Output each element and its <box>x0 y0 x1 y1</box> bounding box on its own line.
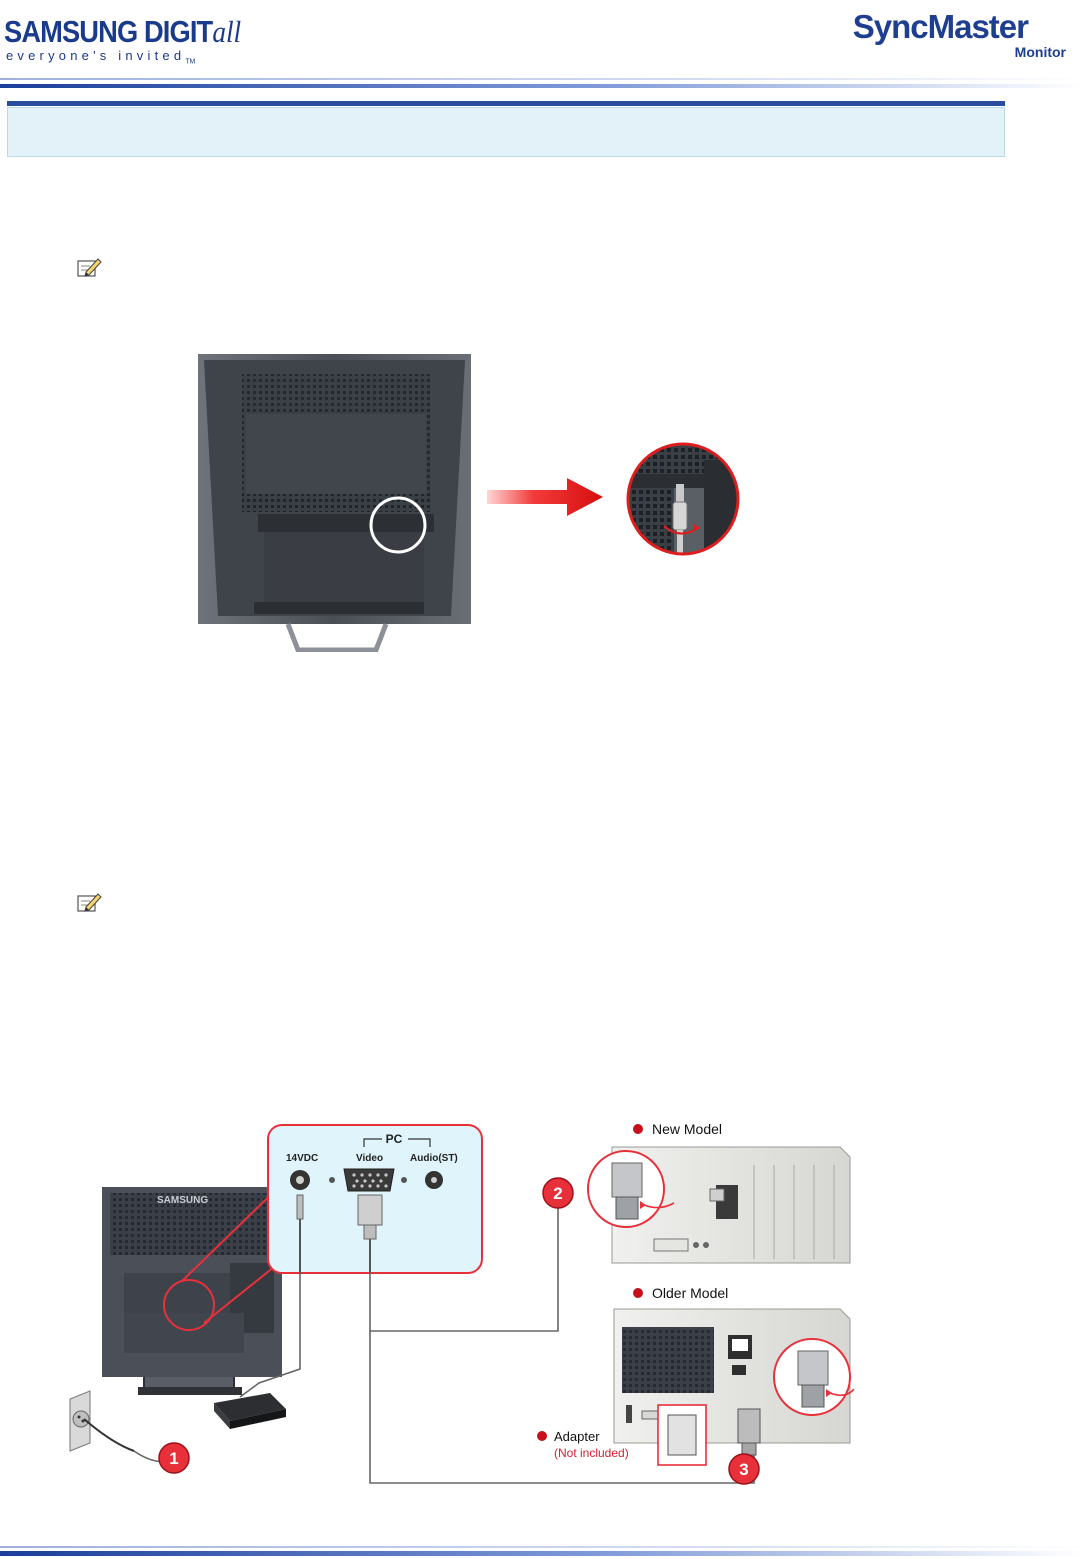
power-adapter-illustration <box>133 1393 286 1463</box>
samsung-logo: SAMSUNG DIGITall everyone's invitedTM <box>4 14 241 69</box>
rear-panel-callout: PC 14VDC Video Audio(ST) <box>267 1124 483 1274</box>
footer-divider <box>0 1551 1084 1556</box>
step-3-badge <box>728 1453 760 1485</box>
step-1-number: 1 <box>169 1449 178 1468</box>
monitor-back-photo <box>198 354 471 652</box>
step-2-badge <box>542 1177 574 1209</box>
connection-diagram: SAMSUNG PC 14VDC Video Audio(ST) <box>69 1121 855 1485</box>
pc-group-label: PC <box>386 1132 403 1146</box>
port-video-label: Video <box>356 1153 383 1164</box>
adapter-label: Adapter <box>554 1429 600 1444</box>
section-title-band <box>7 107 1005 157</box>
step-3-number: 3 <box>739 1460 748 1479</box>
brand-name: SAMSUNG DIGIT <box>4 14 213 49</box>
note-pencil-icon <box>77 893 102 912</box>
adapter-illustration <box>657 1404 761 1466</box>
header-divider <box>0 84 1084 88</box>
brand-name-italic: all <box>212 14 242 49</box>
note-pencil-icon <box>77 258 102 277</box>
bullet-icon <box>633 1124 643 1134</box>
connector-closeup-photo <box>626 442 740 556</box>
product-subname: Monitor <box>1014 44 1066 60</box>
bullet-icon <box>633 1288 643 1298</box>
bullet-icon <box>537 1431 547 1441</box>
new-model-label: New Model <box>652 1121 722 1137</box>
header-divider-thin <box>0 78 1084 80</box>
older-model-label: Older Model <box>652 1285 728 1301</box>
adapter-note: (Not included) <box>554 1446 629 1460</box>
syncmaster-logo: SyncMaster Monitor <box>853 8 1072 70</box>
step-2-number: 2 <box>553 1184 562 1203</box>
new-model-pc-illustration <box>611 1146 851 1264</box>
footer-divider-thin <box>0 1546 1084 1548</box>
title-band-border <box>7 101 1005 106</box>
connector-zoom-icon <box>587 1150 675 1228</box>
wall-outlet-illustration <box>69 1390 135 1452</box>
port-audio-label: Audio(ST) <box>410 1153 458 1164</box>
connector-zoom-icon <box>773 1338 855 1416</box>
port-14vdc-label: 14VDC <box>286 1153 318 1164</box>
brand-trademark: TM <box>185 58 196 66</box>
step-1-badge <box>158 1442 190 1474</box>
monitor-brand-label: SAMSUNG <box>157 1195 208 1206</box>
brand-tagline: everyone's invited <box>6 48 186 63</box>
product-name: SyncMaster <box>852 8 1029 45</box>
zoom-arrow-icon <box>487 478 603 516</box>
monitor-rear-illustration: SAMSUNG <box>102 1187 282 1395</box>
